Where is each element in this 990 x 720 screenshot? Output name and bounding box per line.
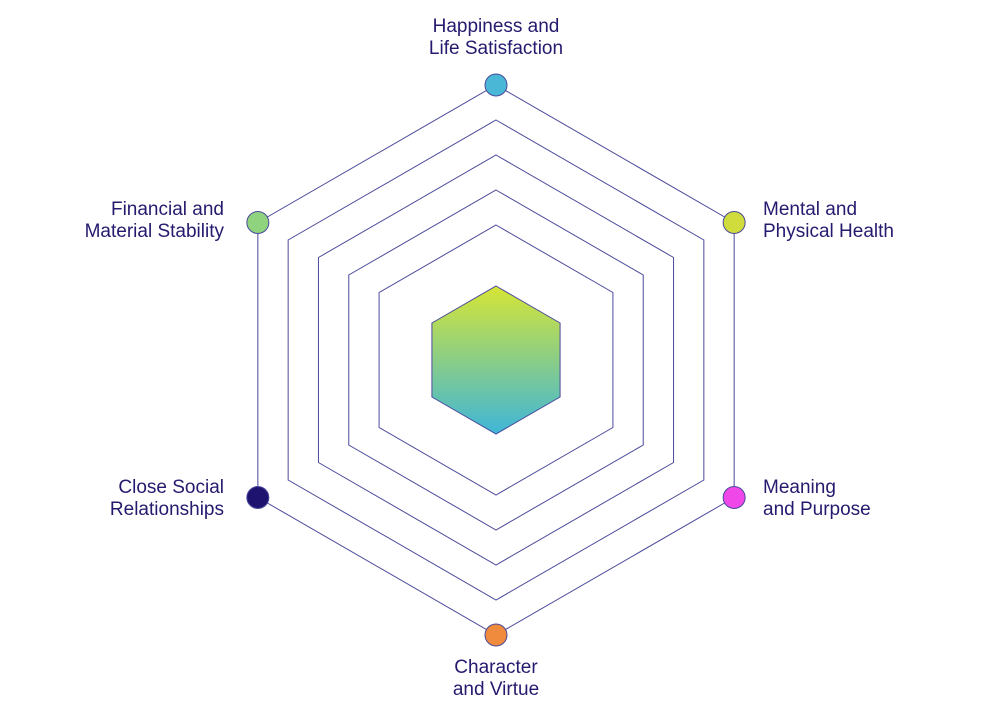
label-financial-line1: Financial and bbox=[110, 199, 224, 220]
label-financial: Financial and Material Stability bbox=[85, 199, 224, 243]
label-social-line2: Relationships bbox=[109, 499, 224, 520]
financial-node bbox=[246, 211, 270, 234]
label-happiness: Happiness and Life Satisfaction bbox=[429, 16, 563, 60]
happiness-node bbox=[484, 73, 508, 97]
label-happiness-line2: Life Satisfaction bbox=[428, 38, 564, 59]
dimension-nodes bbox=[246, 73, 746, 647]
label-health-line2: Physical Health bbox=[763, 221, 894, 242]
meaning-node bbox=[722, 486, 746, 509]
label-social: Close Social Relationships bbox=[110, 477, 224, 521]
hexagon-ring-2 bbox=[287, 119, 705, 601]
label-meaning-line2: and Purpose bbox=[763, 499, 871, 520]
label-health: Mental and Physical Health bbox=[763, 199, 894, 243]
label-meaning: Meaning and Purpose bbox=[763, 477, 871, 521]
label-meaning-line1: Meaning bbox=[763, 477, 836, 498]
label-character-line1: Character bbox=[454, 657, 538, 678]
hexagon-ring-3 bbox=[317, 154, 675, 566]
label-happiness-line1: Happiness and bbox=[432, 16, 560, 37]
hexagon-ring-5 bbox=[378, 224, 614, 496]
character-node bbox=[484, 623, 508, 647]
social-node bbox=[246, 486, 270, 509]
label-health-line1: Mental and bbox=[763, 199, 858, 220]
label-character-line2: and Virtue bbox=[452, 679, 540, 700]
label-character: Character and Virtue bbox=[453, 657, 539, 701]
health-node bbox=[722, 211, 746, 234]
label-financial-line2: Material Stability bbox=[84, 221, 224, 242]
center-hexagon bbox=[431, 285, 561, 435]
hexagon-ring-4 bbox=[348, 189, 644, 531]
label-social-line1: Close Social bbox=[118, 477, 224, 498]
